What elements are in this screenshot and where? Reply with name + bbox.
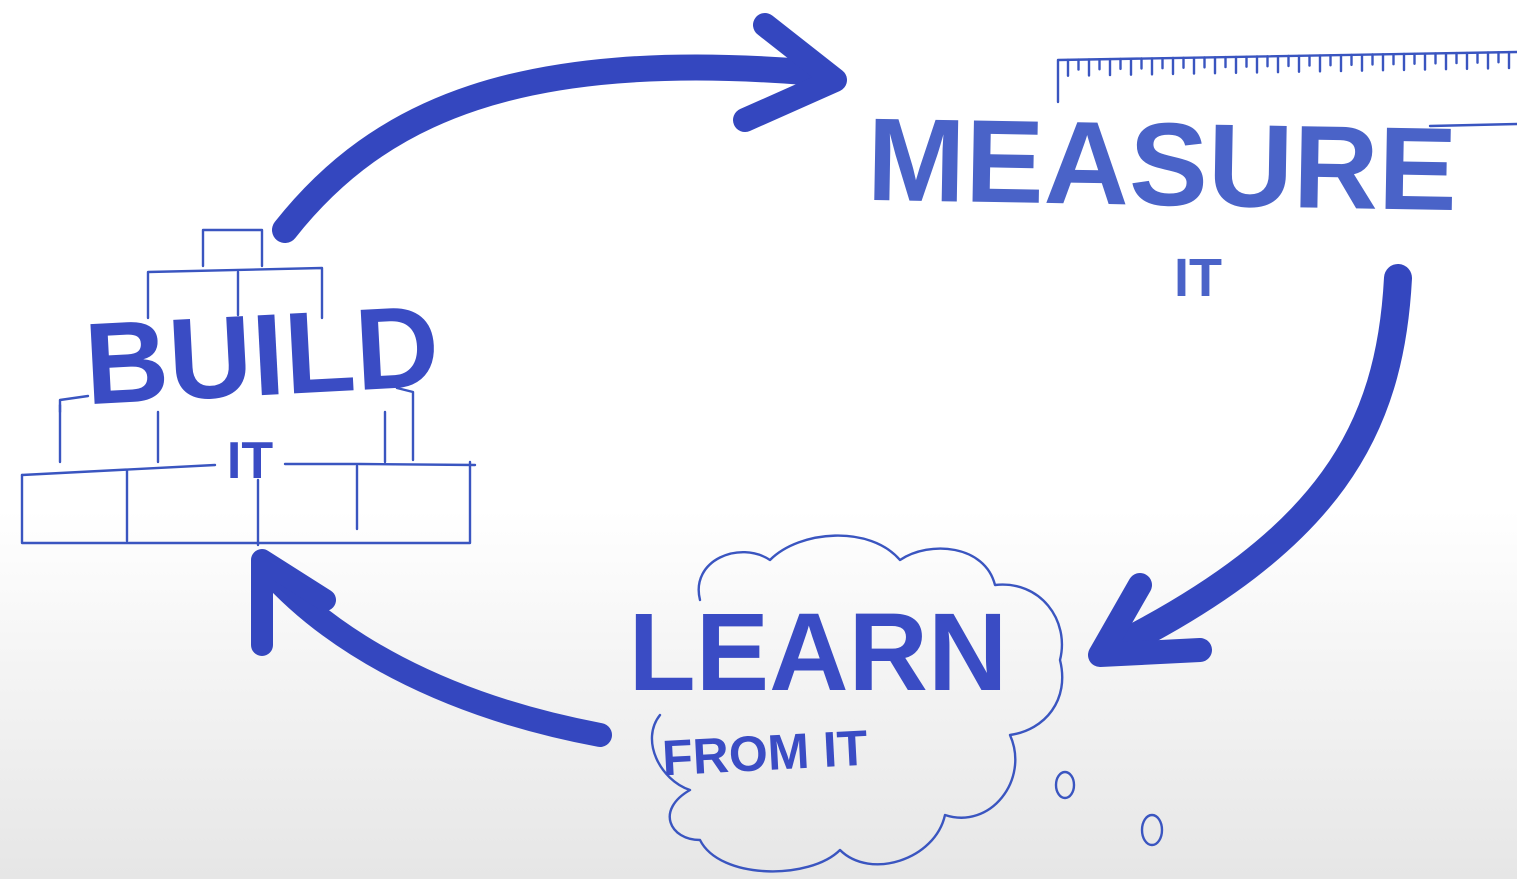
arrow-build-to-measure (272, 13, 847, 243)
build-title: BUILD (81, 281, 442, 429)
arrow-learn-to-build (251, 549, 612, 747)
thought-bubble-small (1054, 770, 1076, 800)
ruler-icon (1056, 50, 1517, 128)
measure-title: MEASURE (866, 94, 1458, 236)
stage-build: BUILD IT (81, 281, 442, 490)
arrow-measure-to-learn (1088, 264, 1412, 667)
learn-subtitle: FROM IT (661, 720, 869, 787)
stage-learn: LEARN FROM IT (629, 591, 1008, 786)
learn-title: LEARN (629, 591, 1008, 714)
thought-cloud-icon (650, 534, 1164, 873)
stage-measure: MEASURE IT (866, 94, 1458, 308)
measure-subtitle: IT (1174, 248, 1222, 308)
build-subtitle: IT (227, 432, 273, 490)
thought-bubble-tiny (1140, 813, 1164, 847)
brick-wall-icon (20, 228, 477, 547)
